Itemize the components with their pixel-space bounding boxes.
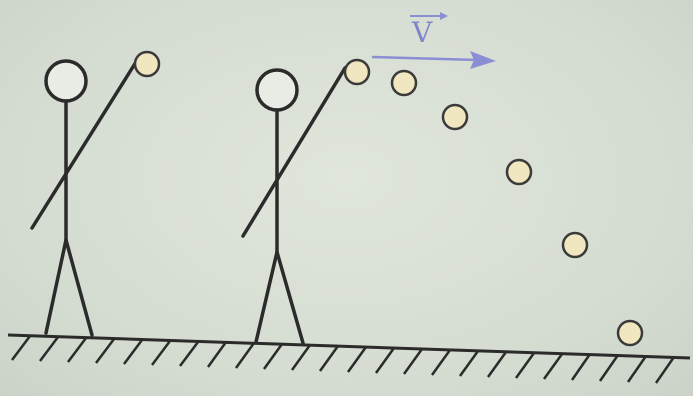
trajectory-ball [392,71,416,95]
left-leg [256,252,277,342]
velocity-label-overbar-head [440,12,448,20]
ball-in-hand [345,60,369,84]
ball-in-hand [135,52,159,76]
velocity-vector: V [372,12,496,69]
left-leg [46,240,66,333]
trajectory [392,71,642,345]
ground-hatching [12,336,674,383]
trajectory-ball [618,321,642,345]
thrower-before-release [32,52,159,335]
right-leg [277,252,303,343]
thrower-at-release [243,60,369,343]
velocity-arrow [372,57,478,60]
velocity-label: V [411,16,433,49]
trajectory-ball [563,233,587,257]
right-leg [66,240,92,335]
ground [8,335,690,383]
head [257,70,297,110]
ground-line [8,335,690,358]
head [46,61,86,101]
trajectory-ball [443,105,467,129]
trajectory-ball [507,160,531,184]
